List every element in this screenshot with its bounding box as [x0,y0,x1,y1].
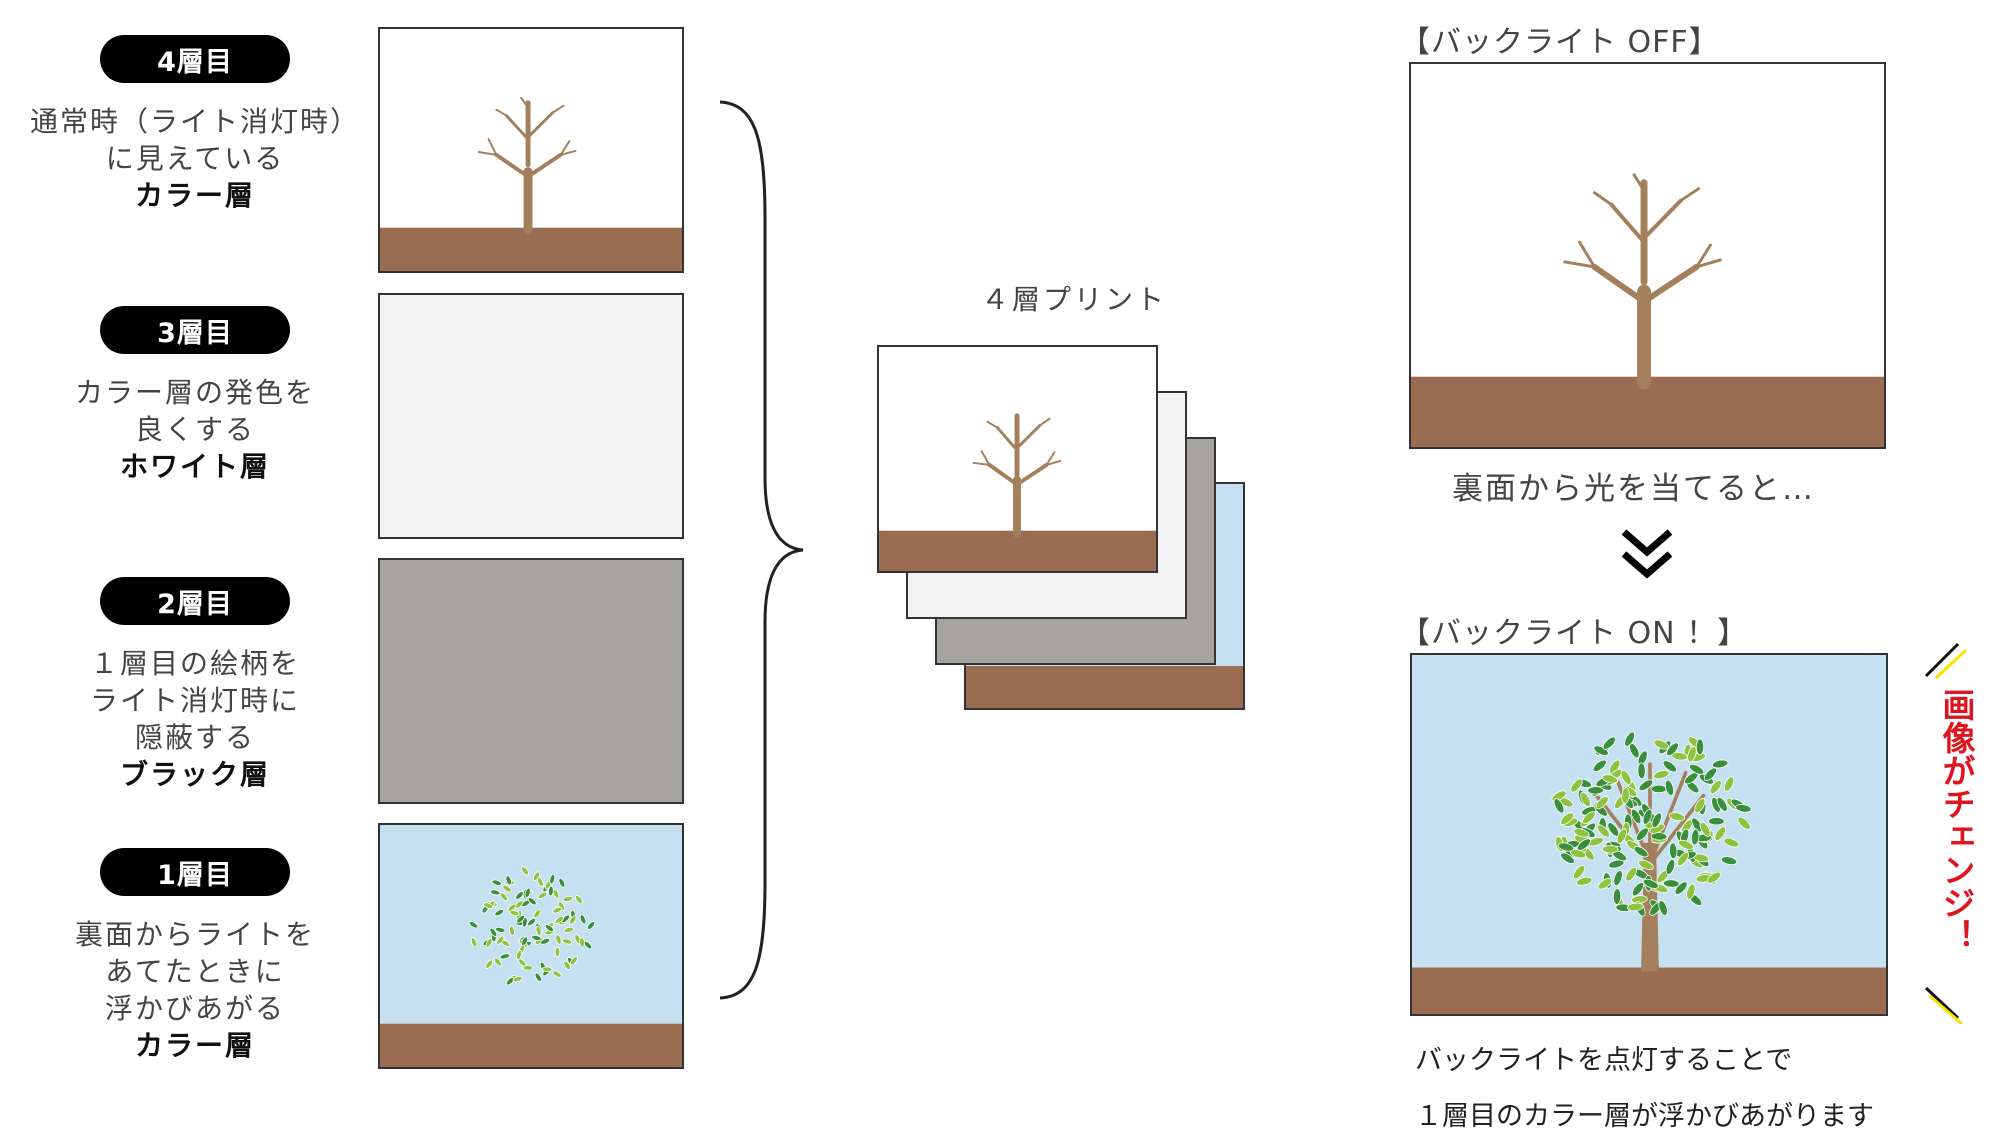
on-panel [1410,653,1888,1016]
stack-label: ４層プリント [981,283,1168,316]
layer-2-desc-line: ライト消灯時に [89,684,300,717]
layer-1-description: 裏面からライトを あてたときに 浮かびあがる カラー層 [10,916,380,1064]
layer-4-name: カラー層 [134,179,255,212]
ground-strip [1412,967,1886,1014]
off-label: 【バックライト OFF】 [1400,25,1720,60]
layer-3-desc-line: 良くする [134,413,255,446]
layer-3-desc-line: カラー層の発色を [74,376,315,409]
layer-2-name: ブラック層 [119,758,270,791]
layer-4-description: 通常時（ライト消灯時） に見えている カラー層 [10,103,380,214]
layer-3-description: カラー層の発色を 良くする ホワイト層 [10,374,380,485]
layer-3-badge: 3層目 [100,306,290,354]
layer-4-desc-line: 通常時（ライト消灯時） [29,105,360,138]
layer-2-description: １層目の絵柄を ライト消灯時に 隠蔽する ブラック層 [10,645,380,793]
leafy-tree-icon [1412,731,1886,1014]
layer-2-panel [378,558,684,804]
layer-2-badge: 2層目 [100,577,290,625]
stack-layer-4 [877,345,1158,573]
change-text: 画像がチェンジ！ [1937,688,1976,952]
caption-off: 裏面から光を当てると… [1452,471,1815,507]
curly-brace-icon [719,100,804,1000]
bare-tree-icon [380,96,682,271]
layer-1-name: カラー層 [134,1029,255,1062]
footer-line-1: バックライトを点灯することで [1415,1045,1793,1076]
leafy-tree-icon [380,866,682,1067]
layer-1-desc-line: あてたときに [105,955,285,988]
layer-1-desc-line: 浮かびあがる [104,992,285,1025]
ground-strip [380,1023,682,1067]
layer-3-name: ホワイト層 [119,450,270,483]
ground-strip [380,227,682,271]
change-accent-lines-top [1924,642,1968,680]
bare-tree-icon [879,413,1156,571]
layer-4-badge: 4層目 [100,35,290,83]
layer-1-badge: 1層目 [100,848,290,896]
layer-2-desc-line: 隠蔽する [134,721,255,754]
double-chevron-down-icon [1621,529,1673,579]
layer-2-desc-line: １層目の絵柄を [89,647,300,680]
footer-line-2: １層目のカラー層が浮かびあがります [1415,1101,1874,1132]
layer-4-desc-line: に見えている [105,142,285,175]
layer-3-panel [378,293,684,539]
on-label: 【バックライト ON ！】 [1400,616,1749,651]
layer-1-desc-line: 裏面からライトを [74,918,315,951]
layer-1-panel [378,823,684,1069]
off-panel [1409,62,1886,449]
layer-4-panel [378,27,684,273]
bare-tree-icon [1411,173,1884,447]
change-accent-lines-bottom [1924,986,1963,1024]
